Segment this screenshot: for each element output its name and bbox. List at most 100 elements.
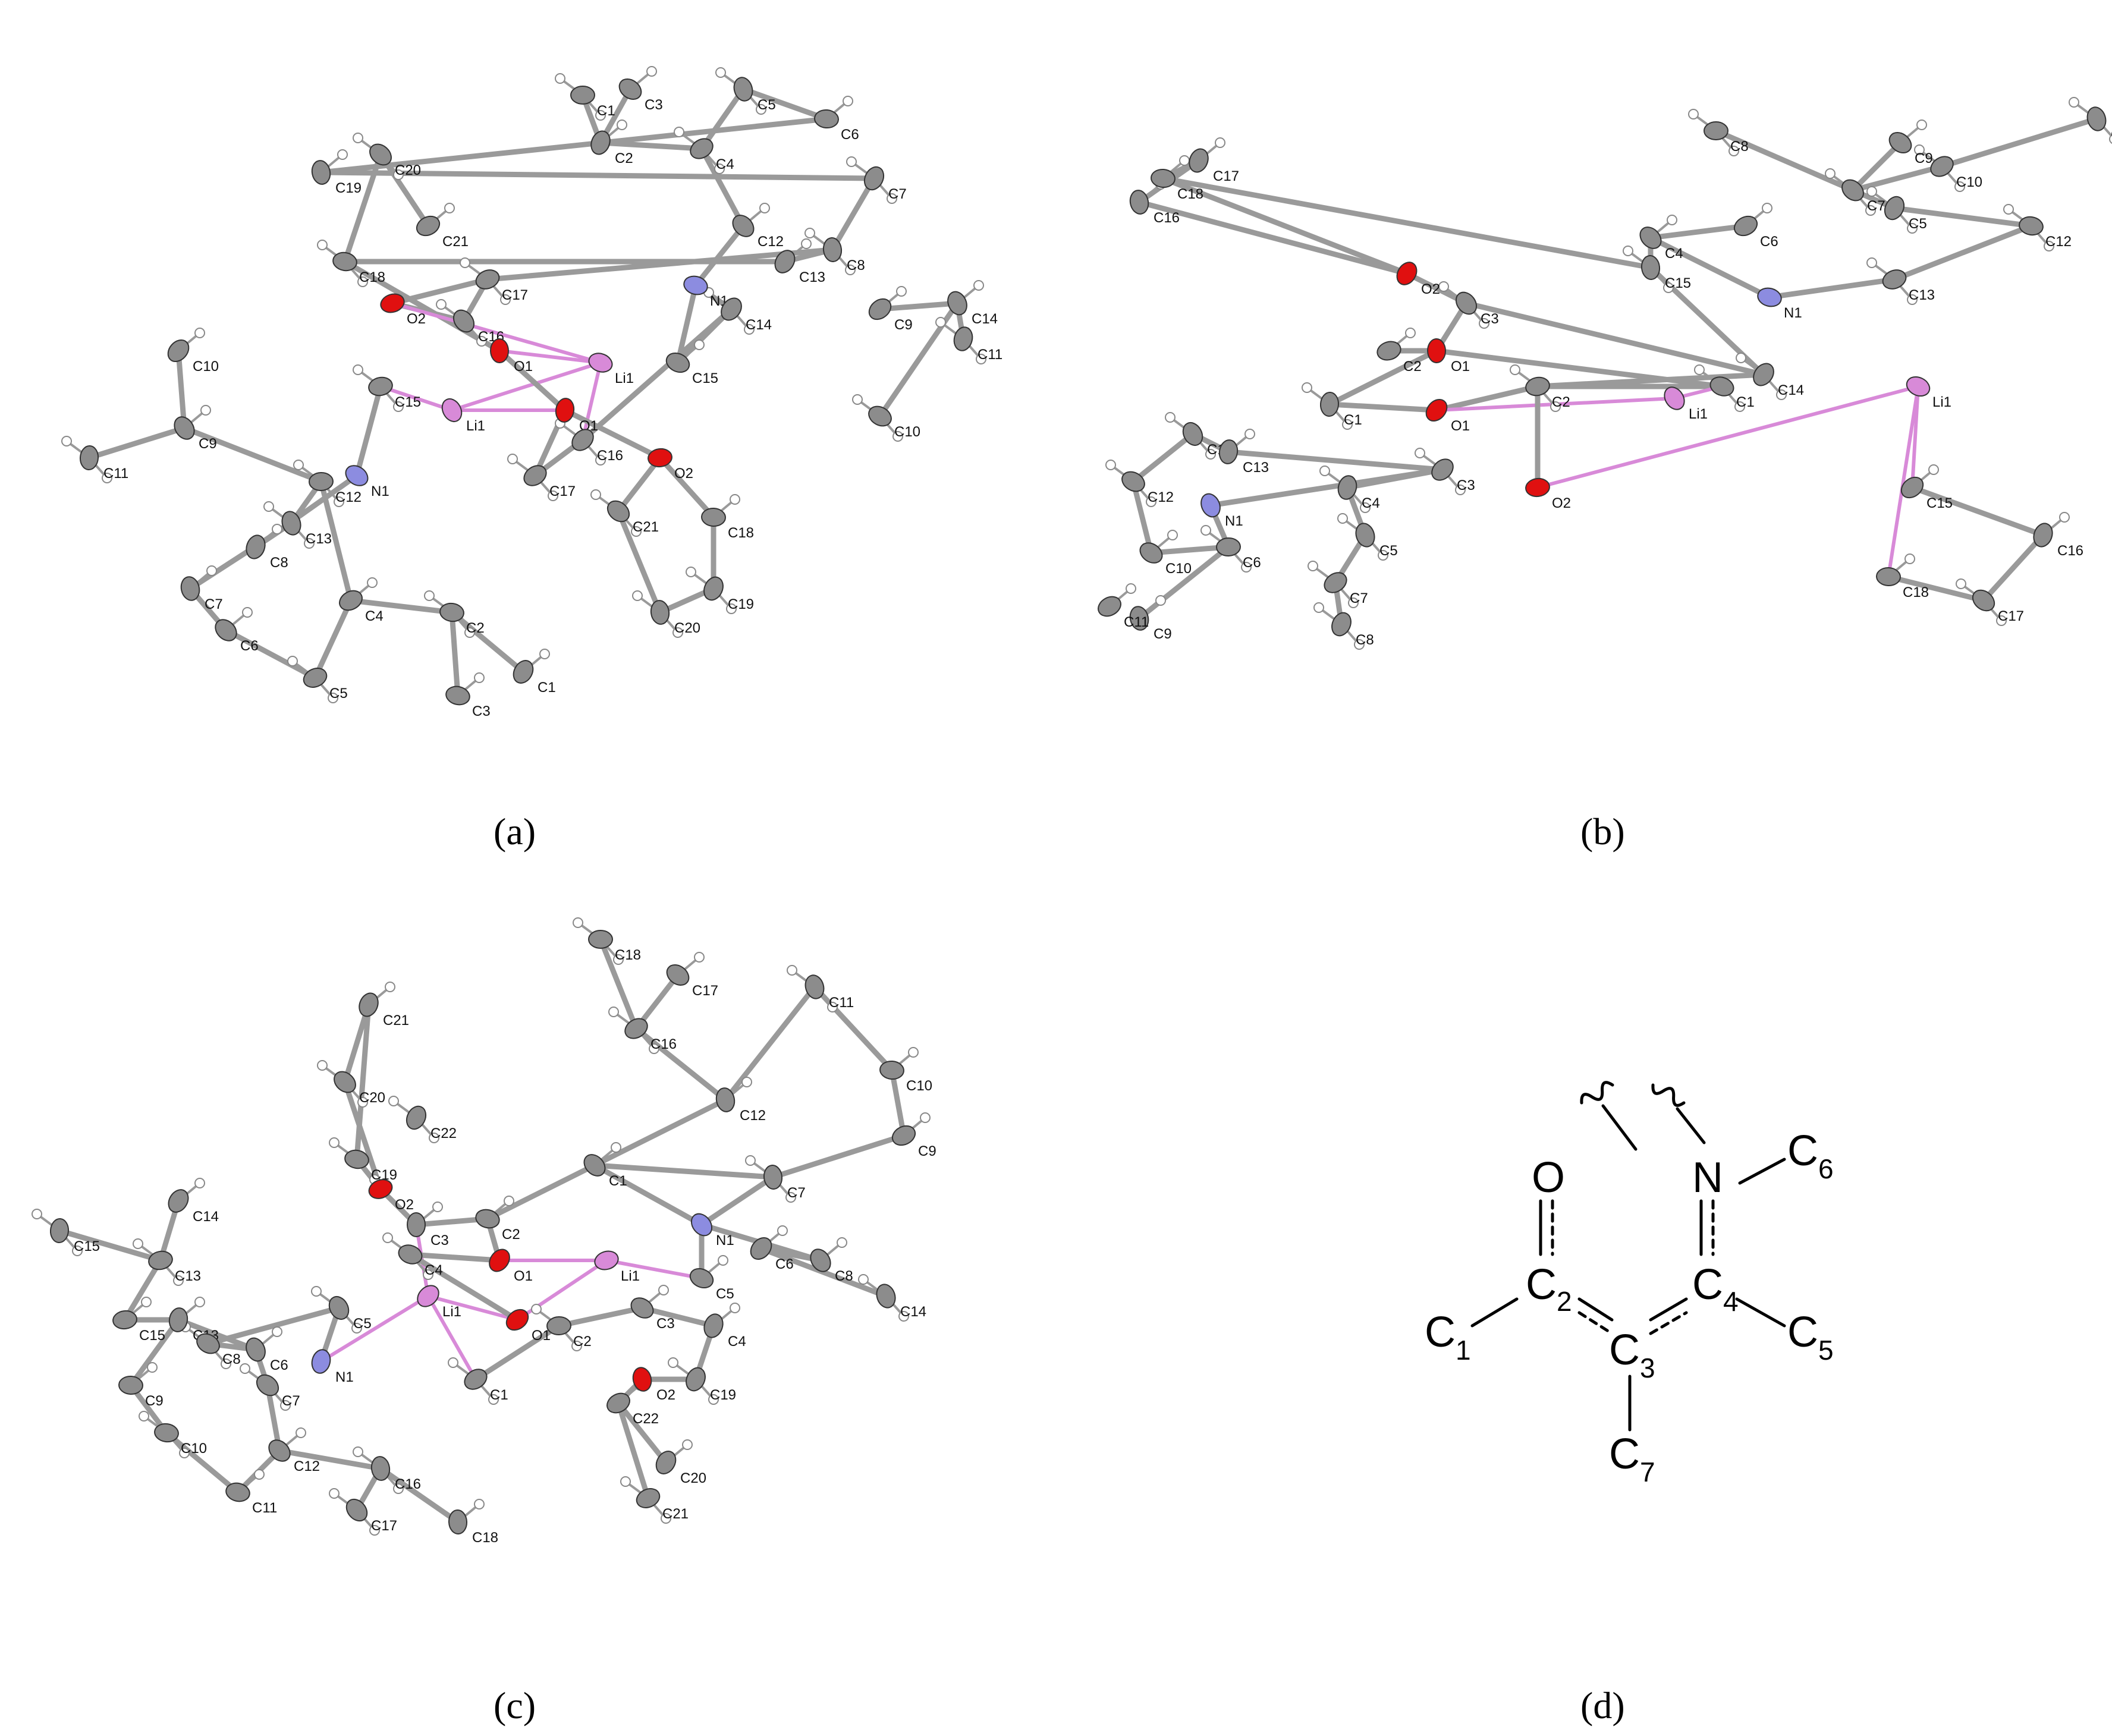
hydrogen-atom [200,405,211,416]
atom-label: C7 [1350,590,1368,606]
atom-label: C1 [597,103,615,119]
atom-label: C5 [1909,216,1927,232]
atom-label: C6 [1243,555,1261,571]
hydrogen-atom [1907,223,1918,234]
hydrogen-atom [147,1362,158,1373]
bond [592,1162,776,1180]
hydrogen-atom [206,565,217,576]
hydrogen-atom [920,1112,931,1123]
hydrogen-atom [1866,186,1877,197]
atom-label: O1 [514,358,533,375]
hydrogen-atom [745,1155,756,1166]
atom-label: C16 [2057,543,2083,559]
atom-label: Li1 [442,1304,461,1320]
bond [1648,235,1772,300]
atom-li1 [417,1285,439,1307]
hydrogen-atom [898,1311,909,1322]
bond [426,1294,477,1381]
hydrogen-atom [595,110,606,121]
atom-c3 [630,1297,654,1319]
atom-label: C4 [1665,246,1683,262]
hydrogen-atom [393,1483,404,1494]
atom-label: C1 [609,1173,627,1189]
hydrogen-atom [353,1446,363,1457]
atom-label: C7 [888,186,907,202]
bond [770,1133,907,1180]
hydrogen-atom [1146,496,1156,507]
atom-c10 [167,339,190,363]
atom-c13 [168,1307,188,1332]
bond [426,1294,519,1322]
atom-label: C19 [728,596,754,612]
atom-c1 [513,660,534,684]
hydrogen-atom [353,133,363,143]
hydrogen-atom [254,1469,265,1480]
atom-c18 [332,251,357,272]
atom-c14 [876,1284,896,1309]
atom-label: C8 [222,1351,241,1367]
atom-label: N1 [1225,513,1243,529]
hydrogen-atom [504,1196,514,1206]
atom-label: Li1 [1689,406,1708,422]
hydrogen-atom [272,1326,282,1337]
atom-c17 [475,269,500,290]
atom-c14 [168,1189,189,1213]
atom-label: C13 [306,531,332,547]
svg-text:4: 4 [1723,1286,1739,1317]
bond [1981,532,2046,603]
bond [615,1400,669,1465]
atom-label: C2 [1552,394,1570,410]
atom-o2 [368,1179,393,1199]
hydrogen-atom [382,1232,393,1243]
bond [318,479,354,603]
bond [1463,300,1767,378]
atom-label: C17 [549,483,576,499]
atom-o1 [489,338,510,363]
wavy-bond-n [1651,1083,1686,1107]
atoms: C8C9C11C17C10C18C7C16C5C6C12C4C15O2C13N1… [1098,106,2112,648]
atom-c11 [225,1482,250,1502]
hydrogen-atom [1342,419,1353,430]
atom-c10 [154,1423,179,1443]
atom-c10 [879,1060,904,1080]
atom-label: C8 [1730,139,1749,155]
bond [657,455,716,520]
atom-c18 [448,1509,468,1534]
atom-c13 [1218,439,1239,464]
hydrogen-atom [787,965,797,976]
atom-o1 [1426,338,1447,363]
atom-label: O2 [395,1197,414,1213]
bond [181,425,324,485]
atom-c20 [650,600,670,625]
hydrogen-atom [759,203,770,213]
hydrogen-atom [311,1286,322,1297]
atom-c3 [445,685,470,706]
atom-label: C12 [2045,234,2072,250]
atom-c5 [1884,196,1905,221]
atom-c5 [303,668,328,688]
atom-c21 [359,992,379,1017]
bond [562,407,663,461]
svg-text:2: 2 [1557,1286,1572,1317]
atom-c19 [703,576,724,601]
bond [877,300,960,312]
atom-c4 [398,1244,423,1265]
bond [187,520,294,592]
hydrogen-atom [32,1209,42,1219]
hydrogen-atom [1438,281,1449,292]
hydrogen-atom [1904,553,1915,564]
hydrogen-atom [1956,578,1966,589]
atom-c7 [763,1165,783,1190]
hydrogen-atom [393,169,404,180]
atom-label: C8 [835,1268,853,1284]
svg-text:C: C [1692,1261,1723,1309]
caption-c: (c) [494,1684,536,1726]
svg-text:7: 7 [1640,1457,1655,1487]
hydrogen-atom [476,336,487,347]
hydrogen-atom [1663,282,1674,293]
atom-o2 [380,293,405,313]
